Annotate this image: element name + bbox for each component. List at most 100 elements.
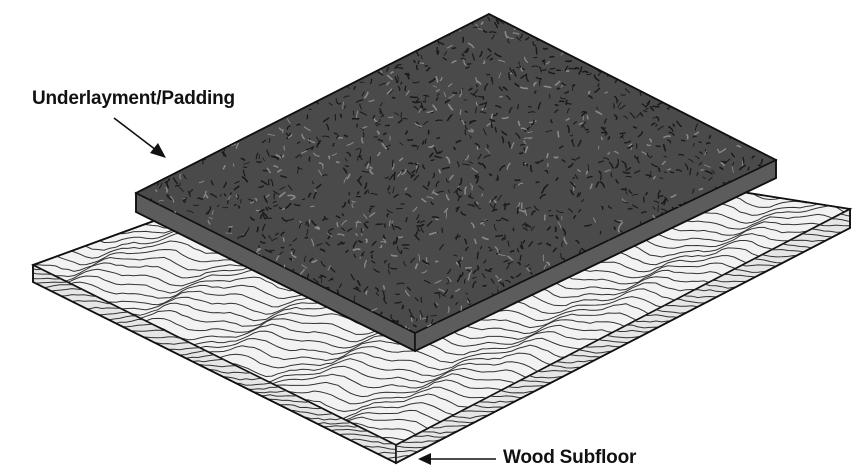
foam-speckle	[464, 154, 470, 161]
foam-speckle	[578, 70, 582, 75]
foam-speckle	[539, 78, 543, 83]
foam-speckle	[775, 69, 776, 73]
foam-speckle	[619, 104, 626, 110]
foam-speckle	[508, 72, 511, 81]
foam-speckle	[726, 25, 730, 29]
foam-speckle	[762, 5, 765, 11]
foam-speckle	[708, 134, 712, 139]
foam-speckle	[687, 11, 693, 12]
foam-speckle	[652, 175, 656, 180]
foam-speckle	[637, 130, 644, 138]
foam-speckle	[370, 254, 374, 259]
foam-speckle	[451, 47, 457, 49]
padding-outline	[135, 12, 777, 353]
foam-speckle	[375, 123, 379, 127]
foam-speckle	[612, 103, 615, 109]
foam-speckle	[162, 159, 167, 167]
foam-speckle	[525, 207, 531, 210]
foam-speckle	[258, 209, 265, 213]
foam-speckle	[350, 273, 356, 281]
foam-speckle	[165, 194, 170, 197]
foam-speckle	[263, 80, 268, 84]
foam-speckle	[387, 263, 391, 269]
foam-speckle	[449, 18, 454, 22]
foam-speckle	[447, 268, 452, 275]
foam-speckle	[381, 142, 388, 150]
foam-speckle	[751, 105, 754, 110]
foam-speckle	[736, 144, 742, 148]
foam-speckle	[274, 232, 279, 236]
foam-speckle	[694, 52, 699, 56]
foam-speckle	[189, 56, 194, 62]
foam-speckle	[272, 201, 277, 204]
foam-speckle	[212, 17, 215, 22]
foam-speckle	[460, 211, 467, 216]
foam-speckle	[341, 219, 348, 226]
foam-speckle	[683, 8, 684, 10]
foam-speckle	[182, 14, 189, 19]
foam-speckle	[486, 54, 492, 59]
foam-speckle	[442, 57, 447, 61]
foam-speckle	[625, 166, 632, 172]
foam-speckle	[698, 161, 702, 166]
foam-speckle	[593, 87, 601, 93]
foam-speckle	[207, 219, 211, 225]
foam-speckle	[713, 67, 718, 74]
foam-speckle	[389, 71, 394, 74]
foam-speckle	[767, 133, 775, 139]
foam-speckle	[543, 85, 552, 89]
foam-speckle	[178, 186, 184, 192]
foam-speckle	[280, 175, 288, 179]
foam-speckle	[716, 148, 720, 154]
foam-speckle	[172, 62, 176, 67]
foam-speckle	[425, 315, 429, 323]
foam-speckle	[587, 164, 589, 172]
foam-speckle	[525, 163, 528, 167]
foam-speckle	[672, 30, 677, 34]
foam-speckle	[385, 18, 390, 23]
foam-speckle	[168, 130, 171, 137]
foam-speckle	[443, 91, 447, 98]
foam-speckle	[722, 182, 727, 185]
foam-speckle	[729, 105, 735, 111]
foam-speckle	[561, 159, 566, 163]
foam-speckle	[231, 32, 235, 40]
foam-speckle	[438, 288, 445, 293]
foam-speckle	[282, 237, 285, 242]
foam-speckle	[161, 83, 166, 87]
foam-speckle	[213, 20, 218, 24]
foam-speckle	[202, 15, 209, 22]
foam-speckle	[272, 30, 276, 38]
foam-speckle	[525, 36, 530, 41]
foam-speckle	[236, 115, 240, 118]
foam-speckle	[409, 18, 413, 22]
foam-speckle	[519, 244, 523, 250]
foam-speckle	[523, 140, 526, 145]
foam-speckle	[209, 14, 212, 18]
foam-speckle	[465, 246, 469, 252]
foam-speckle	[453, 190, 457, 193]
foam-speckle	[337, 233, 345, 237]
foam-speckle	[430, 158, 435, 162]
foam-speckle	[400, 112, 402, 118]
foam-speckle	[256, 226, 259, 233]
foam-speckle	[415, 214, 420, 220]
foam-speckle	[725, 70, 731, 74]
wood-grain-line	[396, 431, 850, 439]
foam-speckle	[355, 286, 360, 289]
foam-speckle	[306, 114, 309, 120]
foam-speckle	[665, 69, 669, 75]
foam-speckle	[571, 139, 574, 143]
foam-speckle	[604, 118, 607, 124]
foam-speckle	[365, 238, 368, 244]
foam-speckle	[438, 150, 443, 154]
foam-speckle	[786, 188, 789, 189]
foam-speckle	[601, 36, 609, 42]
foam-speckle	[642, 30, 647, 35]
foam-speckle	[133, 178, 135, 181]
foam-speckle	[721, 298, 727, 305]
foam-speckle	[278, 57, 285, 60]
foam-speckle	[280, 231, 285, 237]
foam-speckle	[727, 180, 732, 183]
foam-speckle	[205, 211, 209, 215]
